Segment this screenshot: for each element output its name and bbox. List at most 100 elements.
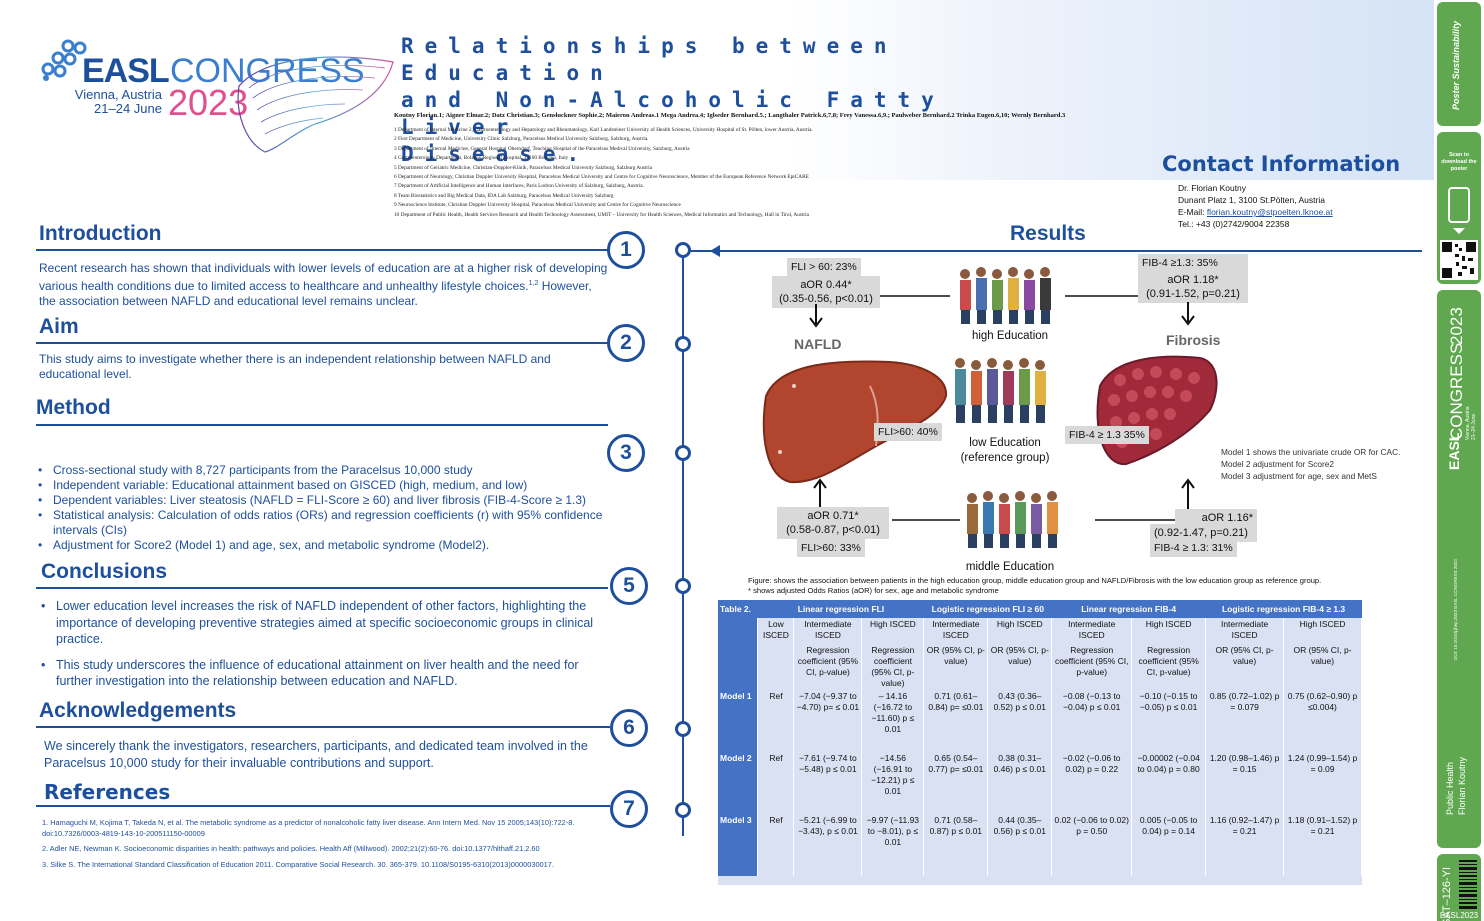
smartphone-icon xyxy=(1448,187,1470,234)
timeline-node xyxy=(675,445,691,461)
arrow-up-icon xyxy=(813,478,827,510)
step-number-7: 7 xyxy=(610,790,648,828)
doi-text: DOI: 10.1016/j.jhep.2023 EASL CONGRESS 2… xyxy=(1453,559,1458,660)
affiliation-item: 7 Department of Artificial Intelligence … xyxy=(394,183,644,190)
step-number-6: 6 xyxy=(610,709,648,747)
table-cell: −7.61 (−9.74 to −5.48) p ≤ 0.01 xyxy=(793,752,863,814)
contact-heading: Contact Information xyxy=(1162,152,1401,176)
aor-ci: (0.91-1.52, p=0.21) xyxy=(1146,288,1240,300)
title-line-1: Relationships between Education xyxy=(401,34,898,85)
table-cell: Regression coefficient (95% CI, p-value) xyxy=(1051,644,1133,690)
table-cell: −0.02 (−0.06 to 0.02) p = 0.22 xyxy=(1051,752,1133,814)
topic-text: Public Health xyxy=(1445,761,1455,815)
scan-text: Scan to download the poster xyxy=(1441,152,1477,172)
table-cell: Regression coefficient (95% CI, p-value) xyxy=(1131,644,1207,690)
conclusion-item: Lower education level increases the risk… xyxy=(39,598,614,648)
affiliation-item: 4 Gastroenterology Department, Bolzano R… xyxy=(394,155,569,162)
email-link[interactable]: florian.koutny@stpoelten.lknoe.at xyxy=(1206,207,1333,217)
low-education-label: low Education xyxy=(969,437,1041,449)
model-note: Model 3 adjustment for age, sex and MetS xyxy=(1221,471,1377,481)
table-cell: OR (95% CI, p-value) xyxy=(923,644,989,690)
table-cell: −5.21 (−6.99 to −3.43), p ≤ 0.01 xyxy=(793,814,863,876)
author-side-text: Florian Koutny xyxy=(1457,756,1467,815)
table-cell: −7.04 (−9.37 to −4.70) p= ≤ 0.01 xyxy=(793,690,863,752)
table-cell: 0.44 (0.35–0.56) p ≤ 0.01 xyxy=(987,814,1053,876)
affiliation-item: 10 Department of Public Health, Health S… xyxy=(394,211,809,218)
aim-text: This study aims to investigate whether t… xyxy=(39,352,551,381)
table-cell: Intermediate ISCED xyxy=(1051,618,1133,644)
acknowledgements-heading: Acknowledgements xyxy=(39,699,237,722)
easl-year-tag: EASL2023 xyxy=(1439,911,1479,920)
table-cell: 1.20 (0.98–1.46) p = 0.15 xyxy=(1205,752,1285,814)
contact-tel: Tel.: +43 (0)2742/9004 22358 xyxy=(1178,219,1290,229)
table-cell xyxy=(757,644,795,690)
table-group-header: Logistic regression FLI ≥ 60 xyxy=(923,600,1052,618)
table-cell: Ref xyxy=(757,814,795,876)
method-heading: Method xyxy=(36,396,111,419)
fibrosis-label: Fibrosis xyxy=(1166,332,1221,348)
author-list: Koutny Florian.1; Aigner Elmar.2; Datz C… xyxy=(394,112,1066,119)
introduction-heading: Introduction xyxy=(39,222,162,245)
affiliation-item: 6 Department of Neurology, Christian Dop… xyxy=(394,174,809,181)
connector-lines-bottom xyxy=(892,519,1175,521)
table-cell: −9.97 (−11.93 to −8.01), p ≤ 0.01 xyxy=(861,814,925,876)
connector-lines xyxy=(880,295,1140,297)
poster-sustainability-text: Poster Sustainability xyxy=(1451,20,1461,110)
affiliations: 1 Department of internal Medicine 2, Gas… xyxy=(394,126,1034,220)
logo-year: 2023 xyxy=(168,82,249,123)
figure-caption: Figure: shows the association between pa… xyxy=(748,576,1408,596)
references-heading: References xyxy=(44,780,171,804)
aor-mid-nafld: aOR 0.71* (0.58-0.87, p<0.01) xyxy=(777,507,889,539)
poster-title: Relationships between Education and Non-… xyxy=(401,33,1041,168)
ack-underline xyxy=(36,726,610,728)
method-list: Cross-sectional study with 8,727 partici… xyxy=(36,463,606,553)
abstract-code-panel: SAT–126-YI EASL2023 xyxy=(1437,854,1481,921)
people-group-low-image xyxy=(955,358,1046,423)
table-cell: −0.00002 (−0.04 to 0.04) p = 0.80 xyxy=(1131,752,1207,814)
qr-code-icon[interactable] xyxy=(1440,240,1478,280)
intro-body-2: However, the association between NAFLD a… xyxy=(39,279,592,308)
poster-sustainability-badge: Poster Sustainability xyxy=(1437,2,1481,126)
conclusions-heading: Conclusions xyxy=(41,560,168,583)
reference-group-label: (reference group) xyxy=(960,452,1050,464)
table-cell: Intermediate ISCED xyxy=(1205,618,1285,644)
table-cell: 0.75 (0.62–0.90) p ≤0.004) xyxy=(1283,690,1362,752)
table-cell: Ref xyxy=(757,690,795,752)
table-cell: Ref xyxy=(757,752,795,814)
easl-logo: EASL CONGRESS Vienna, Austria 21–24 June… xyxy=(38,34,365,124)
arrow-left-icon xyxy=(710,245,720,257)
contact-address: Dunant Platz 1, 3100 St.Pölten, Austria xyxy=(1178,195,1325,205)
fibrotic-liver-image xyxy=(1096,355,1218,466)
fib-low-label: FIB-4 ≥ 1.3 35% xyxy=(1065,426,1149,444)
arrow-up-icon xyxy=(1181,478,1195,510)
aor-mid-fib: aOR 1.16* xyxy=(1175,509,1257,527)
liver-image xyxy=(762,360,948,484)
middle-education-label: middle Education xyxy=(965,561,1055,573)
fli-mid-label: FLI>60: 33% xyxy=(797,539,865,557)
scan-qr-panel[interactable]: Scan to download the poster xyxy=(1437,132,1481,284)
fli-low-label: FLI>60: 40% xyxy=(874,423,942,441)
table-cell: Intermediate ISCED xyxy=(793,618,863,644)
table-cell: Intermediate ISCED xyxy=(923,618,989,644)
table-cell: 1.18 (0.91–1.52) p = 0.21 xyxy=(1283,814,1362,876)
hexagon-cluster-icon xyxy=(41,39,87,81)
table-cell: OR (95% CI, p-value) xyxy=(987,644,1053,690)
timeline-node xyxy=(675,242,691,258)
aor-ci: (0.58-0.87, p<0.01) xyxy=(786,524,880,536)
table-cell xyxy=(718,644,759,690)
table-cell: 0.43 (0.36–0.52) p ≤ 0.01 xyxy=(987,690,1053,752)
results-table: Table 2. Linear regression FLI Logistic … xyxy=(718,600,1362,885)
side-year: 2023 xyxy=(1447,307,1466,345)
table-cell: 1.24 (0.99–1.54) p = 0.09 xyxy=(1283,752,1362,814)
method-item: Adjustment for Score2 (Model 1) and age,… xyxy=(36,538,606,553)
results-line xyxy=(690,250,1422,252)
table-cell: High ISCED xyxy=(1283,618,1362,644)
method-underline xyxy=(36,424,608,426)
intro-underline xyxy=(36,249,608,251)
conclusions-underline xyxy=(36,587,608,589)
table-cell: −0.08 (−0.13 to −0.04) p ≤ 0.01 xyxy=(1051,690,1133,752)
table-cell: 0.85 (0.72–1.02) p = 0.079 xyxy=(1205,690,1285,752)
logo-easl: EASL xyxy=(82,52,170,90)
timeline-node xyxy=(675,802,691,818)
model-note: Model 1 shows the univariate crude OR fo… xyxy=(1221,447,1401,457)
